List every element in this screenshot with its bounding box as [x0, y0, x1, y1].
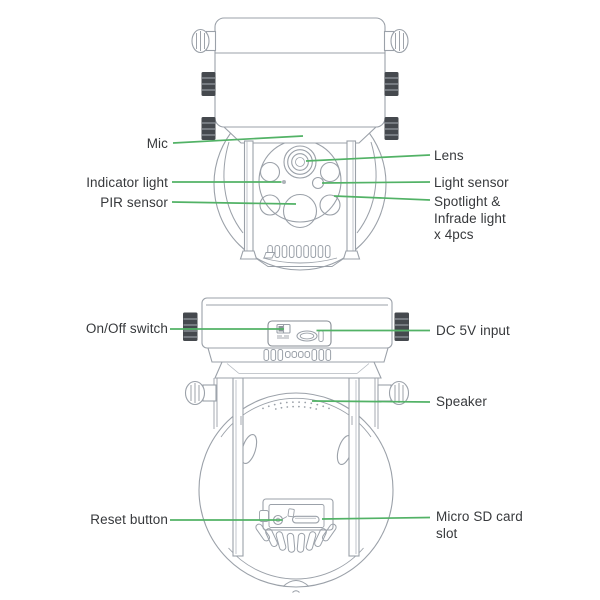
- micro-sd-slot-drawing: [291, 515, 320, 524]
- label-on-off-switch: On/Off switch: [85, 321, 168, 336]
- label-light-sensor: Light sensor: [434, 175, 509, 190]
- bottom-grille-drawing: [255, 523, 337, 553]
- label-micro-sd: Micro SD card slot: [436, 509, 523, 541]
- label-indicator-light: Indicator light: [86, 175, 168, 190]
- port-panel-drawing: [267, 320, 332, 347]
- thumb-screw-right: [383, 28, 409, 54]
- light-sensor-leader-line: [321, 181, 431, 184]
- mount-body-front: [214, 17, 386, 128]
- pir-sensor-leader-line: [171, 201, 297, 205]
- speaker-holes-drawing: [262, 401, 330, 410]
- lens-leader-line: [305, 154, 431, 162]
- pir-sensor-drawing: [282, 193, 318, 229]
- micro-sd-leader-line: [321, 516, 431, 520]
- thumb-screw-left: [191, 28, 217, 54]
- label-speaker: Speaker: [436, 394, 487, 409]
- indicator-light-drawing: [282, 180, 286, 184]
- label-lens: Lens: [434, 148, 464, 163]
- camera-front-view-drawing: [191, 17, 409, 271]
- leader-lines: [170, 135, 431, 521]
- sd-reset-recess-drawing: [259, 498, 334, 531]
- ribbed-knobs-rear: [183, 312, 409, 341]
- pivot-screw-right: [377, 380, 410, 406]
- camera-rear-view-drawing: [183, 297, 410, 593]
- label-mic: Mic: [146, 136, 168, 151]
- label-reset-button: Reset button: [90, 512, 168, 527]
- dc-input-port-drawing: [296, 330, 318, 342]
- speaker-leader-line: [311, 400, 431, 403]
- label-spotlight-infrared: Spotlight & Infrade light x 4pcs: [434, 194, 506, 242]
- rear-vents-drawing: [263, 349, 332, 361]
- label-dc-input: DC 5V input: [436, 323, 510, 338]
- mic-leader-line: [172, 135, 304, 144]
- lens-drawing: [283, 145, 317, 179]
- label-pir-sensor: PIR sensor: [100, 195, 168, 210]
- spotlight-leader-line: [333, 195, 431, 201]
- front-vents-drawing: [267, 245, 331, 258]
- camera-head-rear: [198, 392, 394, 588]
- pivot-screw-left: [184, 380, 217, 406]
